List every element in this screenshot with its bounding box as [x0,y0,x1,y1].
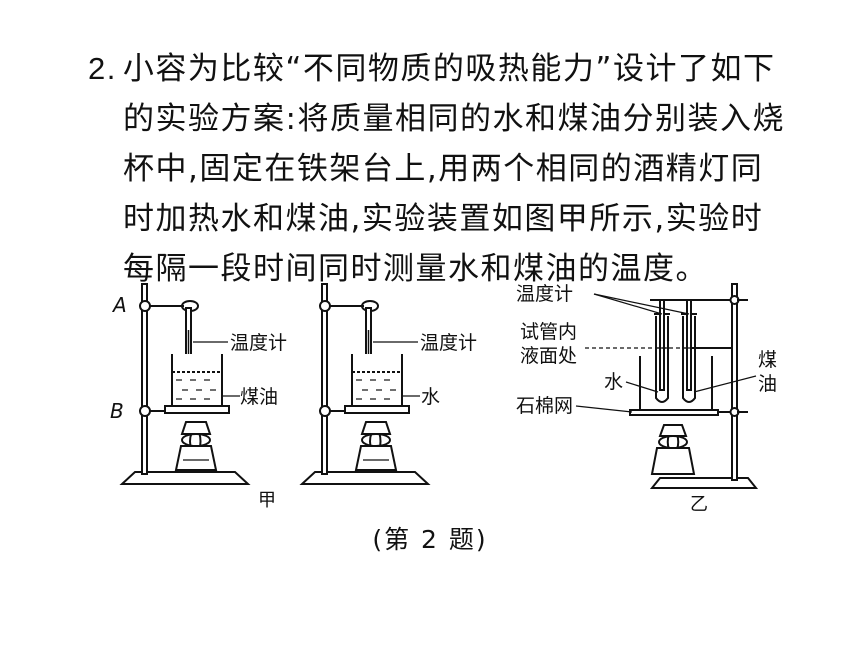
label-thermometer-right: 温度计 [420,332,477,354]
label-kerosene-yi-1: 煤 [758,349,777,371]
problem-line-1: 2.小容为比较“不同物质的吸热能力”设计了如下 [88,51,776,87]
label-a: A [111,293,127,317]
caption-yi: 乙 [690,494,708,515]
label-kerosene-left: 煤油 [240,386,278,408]
experiment-figure: A B 温度计 煤油 温度计 水 甲 [0,270,860,570]
label-thermometer-yi: 温度计 [516,283,573,305]
problem-line-2: 的实验方案:将质量相同的水和煤油分别装入烧 [123,101,785,137]
problem-line-4: 时加热水和煤油,实验装置如图甲所示,实验时 [123,201,764,237]
problem-line-3: 杯中,固定在铁架台上,用两个相同的酒精灯同 [123,151,764,187]
label-water-right: 水 [421,386,440,408]
apparatus-yi [629,283,759,489]
label-test-tube-level-1: 试管内 [520,321,577,343]
figure-caption: (第 2 题) [372,525,488,554]
label-water-yi: 水 [604,371,623,393]
label-thermometer-left: 温度计 [230,332,287,354]
label-test-tube-level-2: 液面处 [520,345,577,367]
apparatus-jia-water [299,283,431,485]
apparatus-jia-kerosene [119,283,251,485]
problem-line-5: 每隔一段时间同时测量水和煤油的温度。 [123,251,708,287]
problem-text: 2.小容为比较“不同物质的吸热能力”设计了如下 的实验方案:将质量相同的水和煤油… [88,44,788,294]
caption-jia: 甲 [258,490,276,511]
label-asbestos-net: 石棉网 [516,395,573,417]
label-kerosene-yi-2: 油 [758,373,777,395]
label-b: B [110,399,124,423]
problem-number: 2. [88,51,117,86]
